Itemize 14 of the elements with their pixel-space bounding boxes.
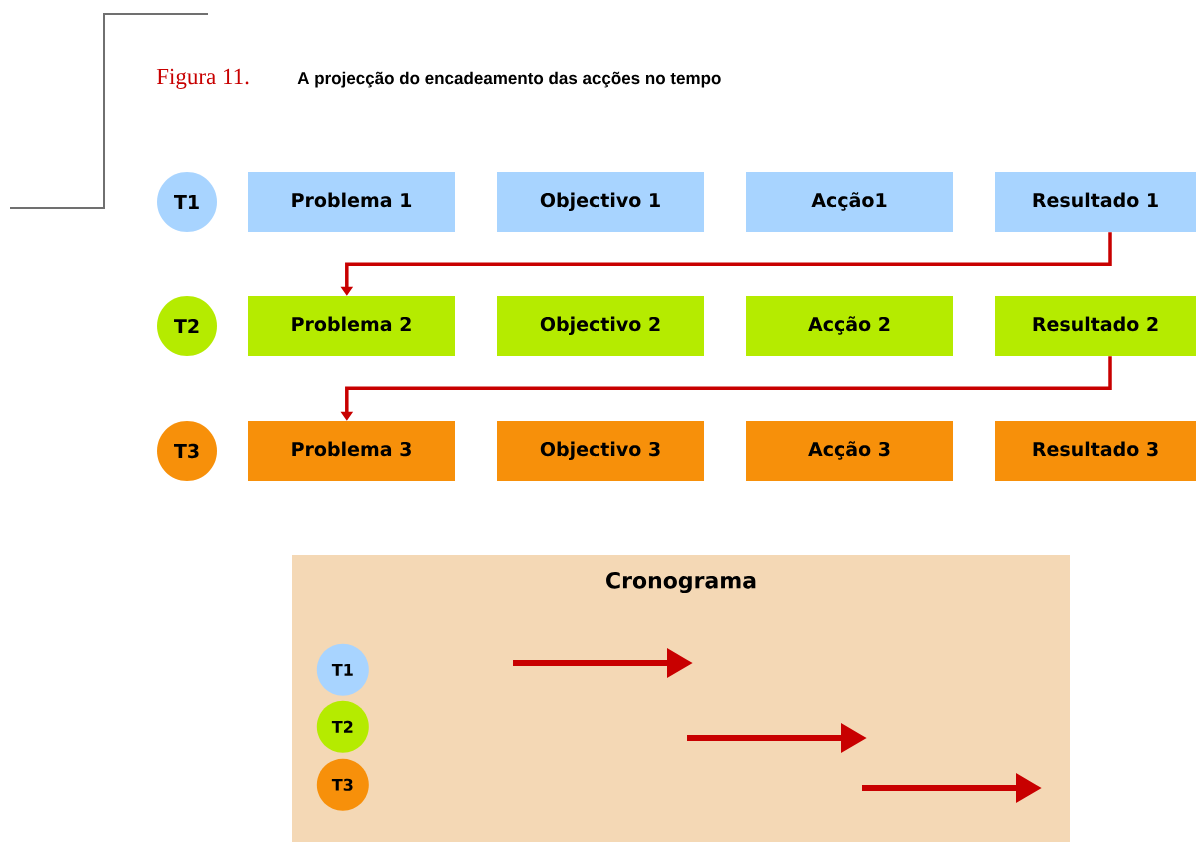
step-box: Acção 2: [746, 296, 953, 356]
step-box: Resultado 1: [995, 172, 1196, 232]
step-box: Objectivo 2: [497, 296, 704, 356]
step-box: Resultado 3: [995, 421, 1196, 481]
step-box: Objectivo 3: [497, 421, 704, 481]
figure-number: Figura 11.: [156, 68, 249, 89]
step-box: Problema 3: [248, 421, 455, 481]
step-box: Acção1: [746, 172, 953, 232]
step-box: Resultado 2: [995, 296, 1196, 356]
step-box: Problema 1: [248, 172, 455, 232]
step-box: Objectivo 1: [497, 172, 704, 232]
step-box: Acção 3: [746, 421, 953, 481]
step-box: Problema 2: [248, 296, 455, 356]
figure-title: A projecção do encadeamento das acções no tempo: [297, 71, 721, 88]
